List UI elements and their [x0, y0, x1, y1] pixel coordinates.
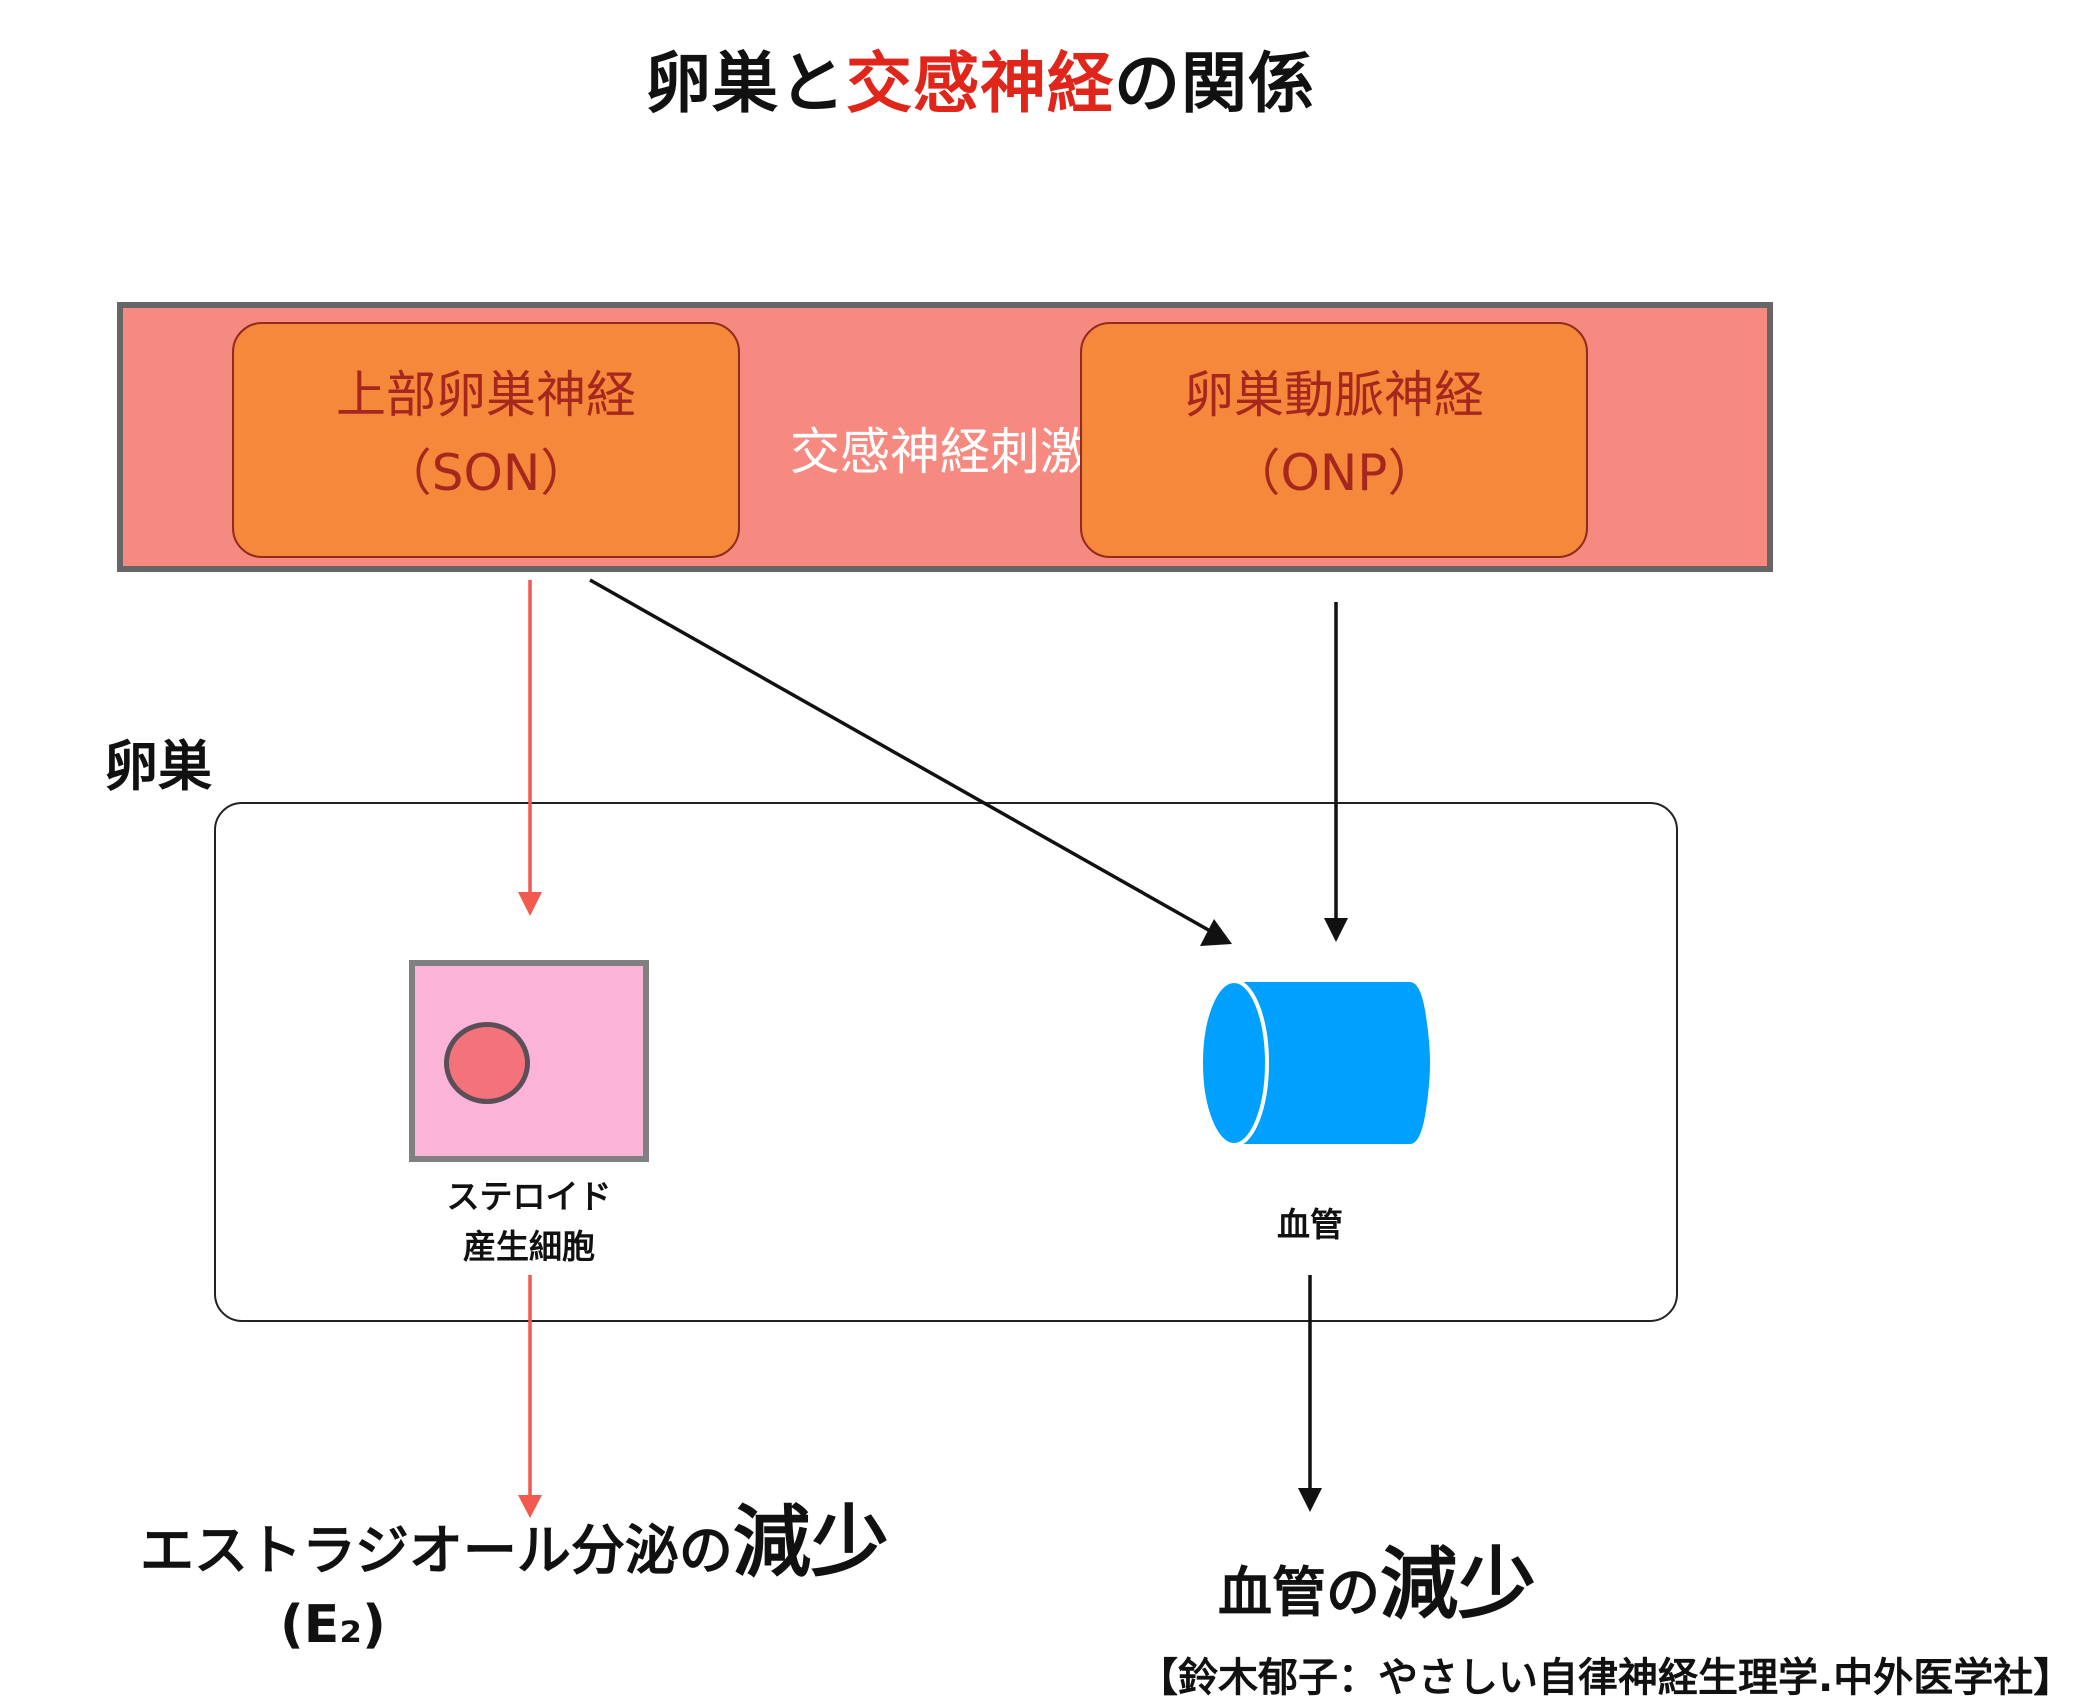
vessel-result: 血管の減少	[1218, 1522, 1536, 1634]
vessel-to-result-arrow	[1298, 1275, 1322, 1512]
estradiol-text: エストラジオール分泌の	[140, 1519, 733, 1582]
onp-to-vessel-arrow	[1324, 602, 1348, 942]
cell-label-line2: 産生細胞	[463, 1227, 595, 1266]
cell-to-result-arrow	[518, 1275, 542, 1518]
sympathetic-label: 交感神経刺激	[790, 423, 1090, 481]
cell-nucleus	[444, 1022, 530, 1104]
citation: 【鈴木郁子：やさしい自律神経生理学.中外医学社】	[1138, 1655, 2074, 1701]
ovary-label: 卵巣	[104, 735, 212, 798]
title-part1: 卵巣と	[645, 45, 846, 122]
blood-vessel-icon	[1199, 979, 1430, 1147]
son-box: 上部卵巣神経 （SON）	[232, 322, 740, 558]
son-to-cell-arrow	[518, 580, 542, 916]
estradiol-symbol: (E₂)	[280, 1595, 386, 1655]
steroid-cell-label: ステロイド 産生細胞	[409, 1172, 649, 1272]
vessel-label: 血管	[1277, 1205, 1343, 1244]
son-to-vessel-arrow	[589, 578, 1232, 946]
vessel-result-text: 血管の	[1218, 1561, 1380, 1624]
onp-box: 卵巣動脈神経 （ONP）	[1080, 322, 1588, 558]
estradiol-result: エストラジオール分泌の減少	[140, 1480, 889, 1592]
cell-label-line1: ステロイド	[446, 1177, 612, 1216]
ovary-box	[214, 802, 1678, 1322]
son-abbr: （SON）	[381, 444, 591, 502]
title-part2: の関係	[1114, 45, 1315, 122]
son-name: 上部卵巣神経	[336, 366, 636, 424]
vessel-result-emphasis: 減少	[1380, 1540, 1537, 1630]
onp-name: 卵巣動脈神経	[1184, 366, 1484, 424]
page-title: 卵巣と交感神経の関係	[0, 30, 1960, 126]
onp-abbr: （ONP）	[1230, 444, 1438, 502]
title-accent: 交感神経	[846, 45, 1114, 122]
estradiol-emphasis: 減少	[732, 1498, 889, 1588]
